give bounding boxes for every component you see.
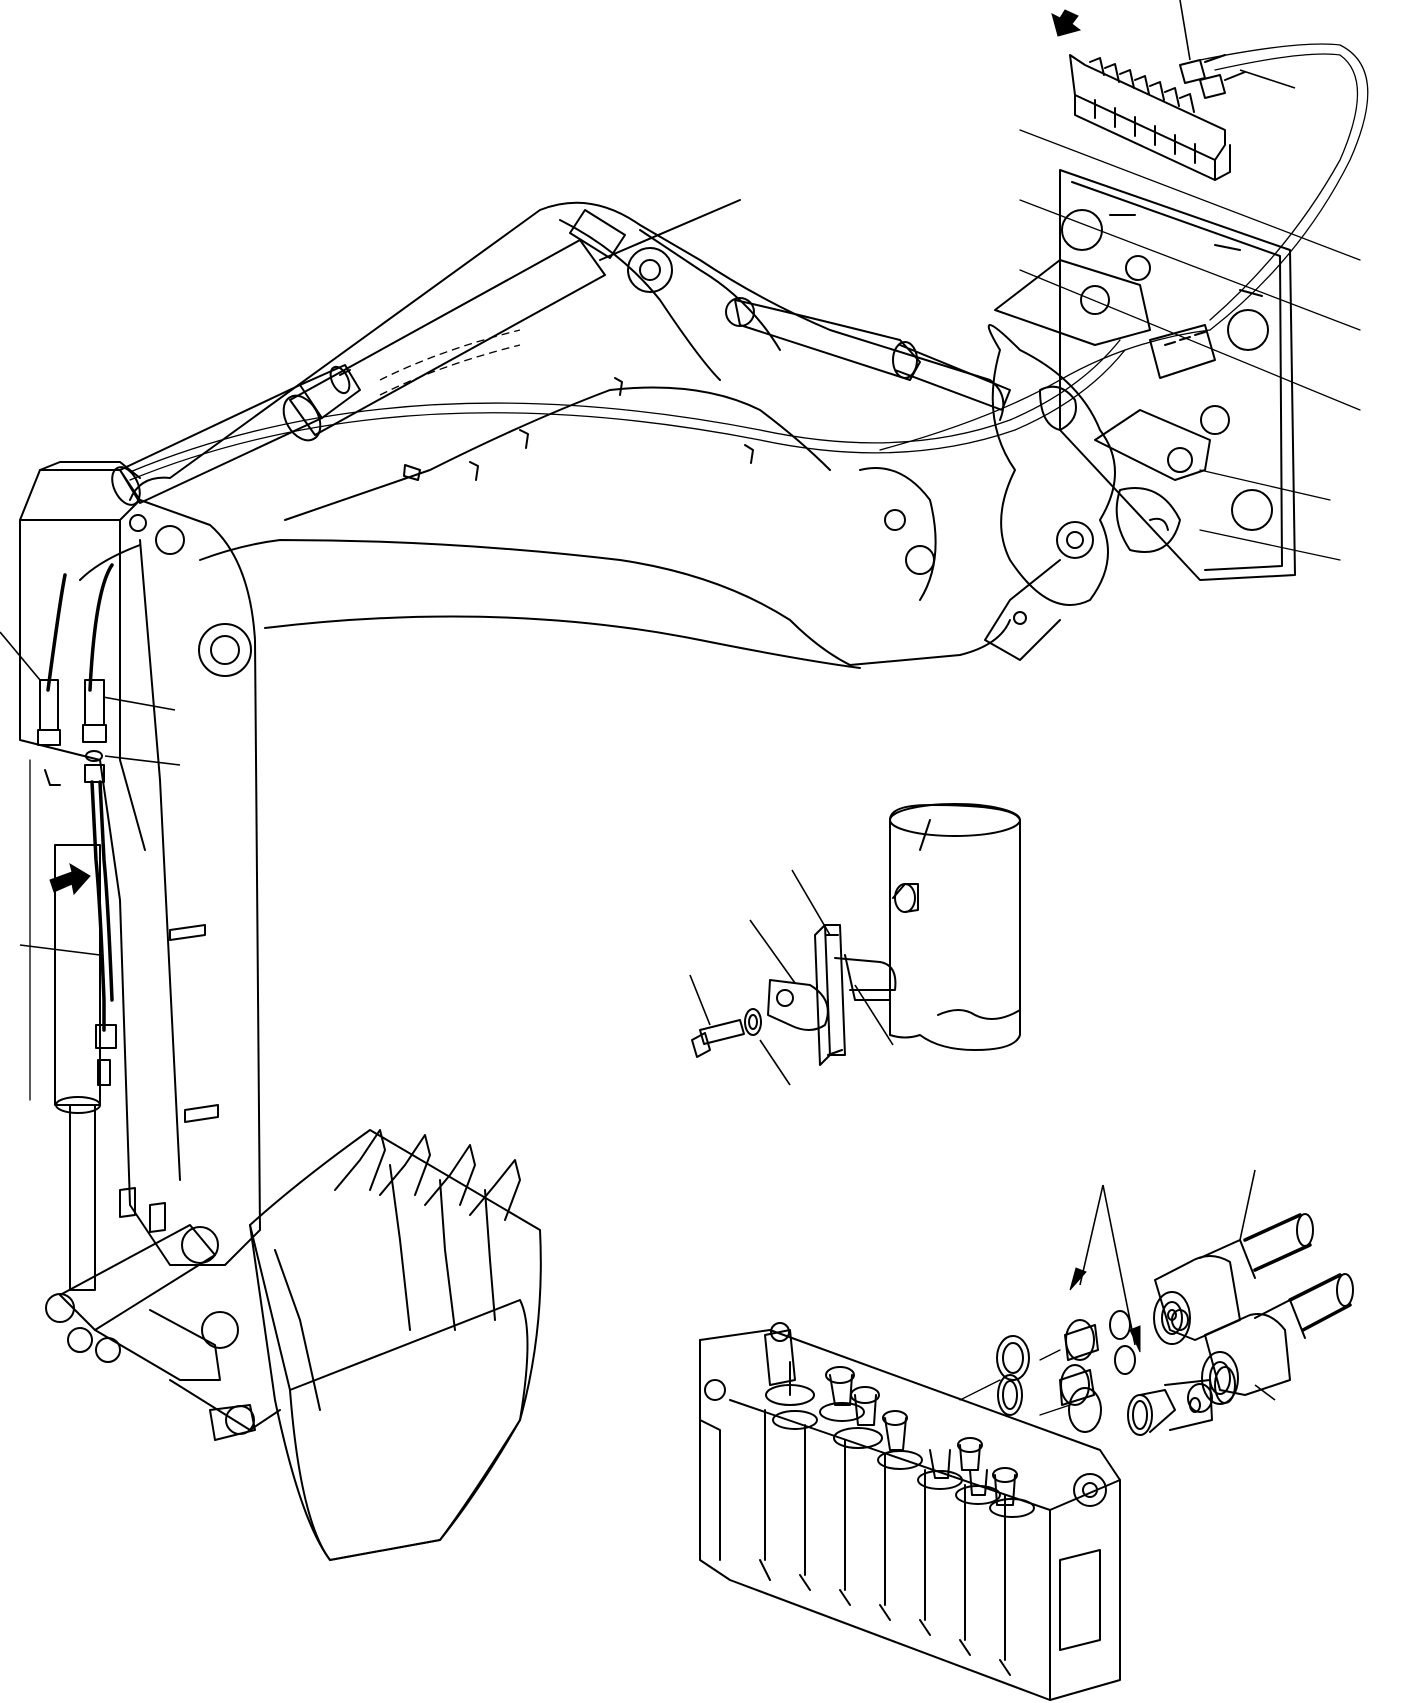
hose-fittings-detail — [960, 1214, 1353, 1435]
arm — [20, 462, 260, 1265]
leader-line — [1080, 1185, 1103, 1285]
clamp-detail — [692, 804, 1020, 1065]
control-valve-detail — [700, 1323, 1120, 1700]
leader-line — [792, 870, 830, 935]
leader-line — [750, 920, 795, 983]
bucket — [210, 1130, 541, 1560]
leader-line — [105, 756, 180, 765]
boom-cylinder — [276, 200, 1010, 447]
swing-bracket-assembly — [985, 130, 1360, 660]
arrowhead-icon — [1130, 1326, 1140, 1352]
leader-line — [760, 1040, 790, 1085]
control-valve-top — [1052, 10, 1245, 180]
leader-line — [1180, 0, 1190, 60]
leader-line — [1240, 70, 1295, 88]
leader-line — [103, 697, 175, 710]
leader-line — [1103, 1185, 1135, 1345]
direction-arrow-icon — [50, 864, 90, 894]
bucket-linkage — [60, 1225, 280, 1430]
leader-line — [20, 945, 100, 955]
arm-hose-assembly — [38, 565, 116, 1085]
leader-line — [855, 985, 893, 1045]
callout-leaders — [0, 0, 1295, 1400]
leader-line — [1240, 1170, 1255, 1240]
leader-line — [1255, 1385, 1275, 1400]
bucket-cylinder — [46, 845, 100, 1352]
leader-line — [690, 975, 710, 1025]
spool-caps — [765, 1323, 1034, 1517]
arrowhead-icon — [1070, 1268, 1086, 1290]
direction-arrow-icon — [1052, 10, 1080, 36]
leader-line — [0, 632, 40, 680]
boom-hose-routing — [130, 44, 1368, 480]
arm-cylinder — [107, 364, 360, 531]
boom — [130, 203, 1010, 668]
